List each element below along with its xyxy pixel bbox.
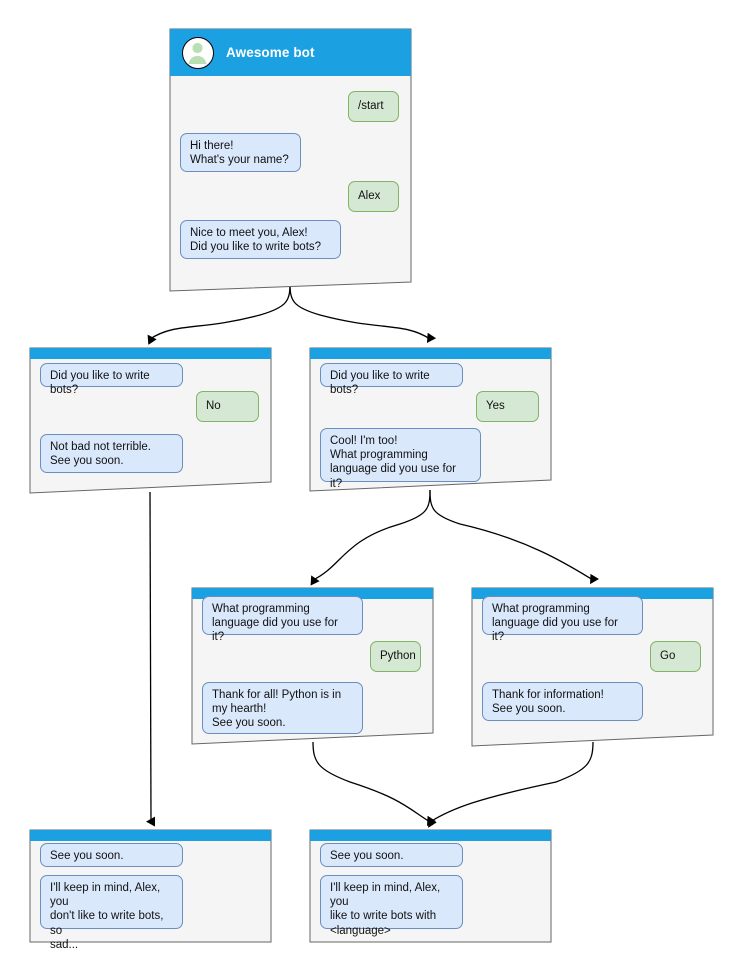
card-python-branch-titlebar <box>192 588 433 599</box>
message-bot-question[interactable]: Did you like to write bots? <box>40 363 183 396</box>
message-user-start[interactable]: /start <box>348 91 399 122</box>
card-no-branch-titlebar <box>30 348 271 359</box>
message-user-yes[interactable]: Yes <box>476 391 539 422</box>
message-user-python[interactable]: Python <box>370 641 421 672</box>
message-bot-cool[interactable]: Cool! I'm too! What programming language… <box>320 428 481 490</box>
person-icon <box>188 42 207 64</box>
message-bot-thank-for-all[interactable]: Thank for all! Python is in my hearth! S… <box>202 682 363 734</box>
connector-no-to-end <box>145 491 156 827</box>
message-user-go[interactable]: Go <box>650 641 701 672</box>
avatar <box>182 37 214 69</box>
message-user-name[interactable]: Alex <box>348 181 399 212</box>
card-python-branch[interactable]: What programming language did you use fo… <box>191 587 434 745</box>
card-start-titlebar: Awesome bot <box>170 29 411 76</box>
card-end-yes[interactable]: See you soon. I'll keep in mind, Alex, y… <box>309 829 552 943</box>
card-yes-branch[interactable]: Did you like to write bots? Yes Cool! I'… <box>309 347 552 492</box>
message-bot-question[interactable]: Did you like to write bots? <box>320 363 463 396</box>
connector-yes-to-go <box>429 489 600 585</box>
connector-yes-to-python <box>310 489 431 586</box>
message-bot-language-question[interactable]: What programming language did you use fo… <box>202 596 363 643</box>
message-bot-language-question[interactable]: What programming language did you use fo… <box>482 596 643 643</box>
message-bot-greeting[interactable]: Hi there! What's your name? <box>180 133 301 172</box>
bot-name: Awesome bot <box>226 45 315 60</box>
connector-start-to-yes <box>289 282 437 343</box>
card-yes-branch-titlebar <box>310 348 551 359</box>
connector-python-to-end <box>312 741 437 827</box>
card-no-branch[interactable]: Did you like to write bots? No Not bad n… <box>29 347 272 494</box>
card-go-branch[interactable]: What programming language did you use fo… <box>471 587 714 747</box>
message-bot-keep-in-mind[interactable]: I'll keep in mind, Alex, you like to wri… <box>320 875 463 937</box>
message-bot-not-bad[interactable]: Not bad not terrible. See you soon. <box>40 434 183 473</box>
message-bot-see-you-soon[interactable]: See you soon. <box>320 843 463 867</box>
card-end-no-titlebar <box>30 830 271 841</box>
message-bot-see-you-soon[interactable]: See you soon. <box>40 843 183 867</box>
message-bot-nice-to-meet[interactable]: Nice to meet you, Alex! Did you like to … <box>180 220 341 259</box>
card-end-no[interactable]: See you soon. I'll keep in mind, Alex, y… <box>29 829 272 951</box>
card-end-yes-titlebar <box>310 830 551 841</box>
message-bot-thank-for-information[interactable]: Thank for information! See you soon. <box>482 682 643 721</box>
card-start[interactable]: Awesome bot /start Hi there! What's your… <box>169 28 412 292</box>
connector-start-to-no <box>147 282 291 345</box>
card-go-branch-titlebar <box>472 588 713 599</box>
connector-go-to-end <box>427 741 594 828</box>
message-user-no[interactable]: No <box>196 391 259 422</box>
message-bot-keep-in-mind[interactable]: I'll keep in mind, Alex, you don't like … <box>40 875 183 951</box>
